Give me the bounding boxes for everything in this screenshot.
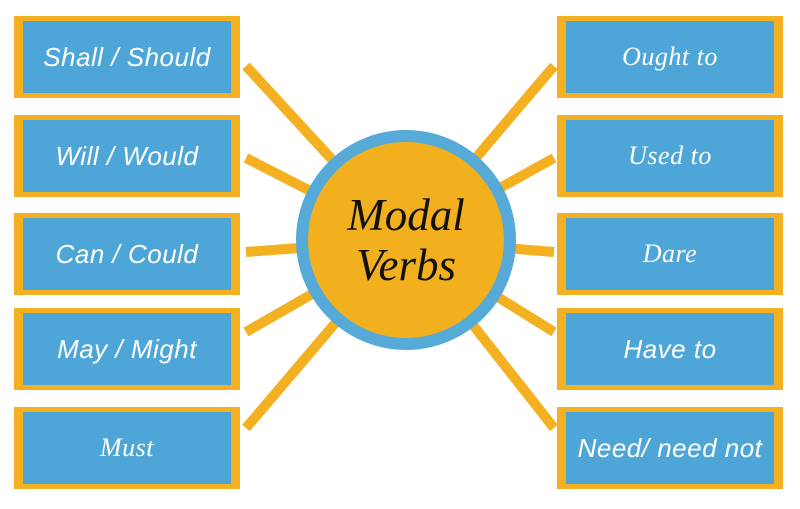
box-label: Ought to — [622, 42, 718, 71]
box-dare: Dare — [557, 213, 783, 295]
center-title-line1: Modal — [347, 189, 465, 240]
box-may-might: May / Might — [14, 308, 240, 390]
box-dare-inner: Dare — [566, 218, 774, 290]
box-shall-should-inner: Shall / Should — [23, 21, 231, 93]
box-shall-should: Shall / Should — [14, 16, 240, 98]
box-have-to-inner: Have to — [566, 313, 774, 385]
box-used-to: Used to — [557, 115, 783, 197]
box-label: May / Might — [57, 333, 197, 364]
box-must-inner: Must — [23, 412, 231, 484]
box-need-need-not-inner: Need/ need not — [566, 412, 774, 484]
box-may-might-inner: May / Might — [23, 313, 231, 385]
box-label: Used to — [628, 141, 712, 170]
box-label: Have to — [623, 333, 717, 364]
box-label: Must — [100, 433, 154, 462]
box-ought-to-inner: Ought to — [566, 21, 774, 93]
box-need-need-not: Need/ need not — [557, 407, 783, 489]
box-label: Can / Could — [55, 238, 199, 269]
box-will-would: Will / Would — [14, 115, 240, 197]
box-can-could: Can / Could — [14, 213, 240, 295]
box-label: Need/ need not — [577, 432, 763, 463]
box-can-could-inner: Can / Could — [23, 218, 231, 290]
box-ought-to: Ought to — [557, 16, 783, 98]
box-label: Shall / Should — [43, 41, 211, 72]
box-must: Must — [14, 407, 240, 489]
box-label: Will / Would — [55, 140, 199, 171]
box-will-would-inner: Will / Would — [23, 120, 231, 192]
center-circle: Modal Verbs — [296, 130, 516, 350]
box-used-to-inner: Used to — [566, 120, 774, 192]
box-have-to: Have to — [557, 308, 783, 390]
center-title-line2: Verbs — [356, 240, 456, 290]
box-label: Dare — [642, 239, 698, 268]
